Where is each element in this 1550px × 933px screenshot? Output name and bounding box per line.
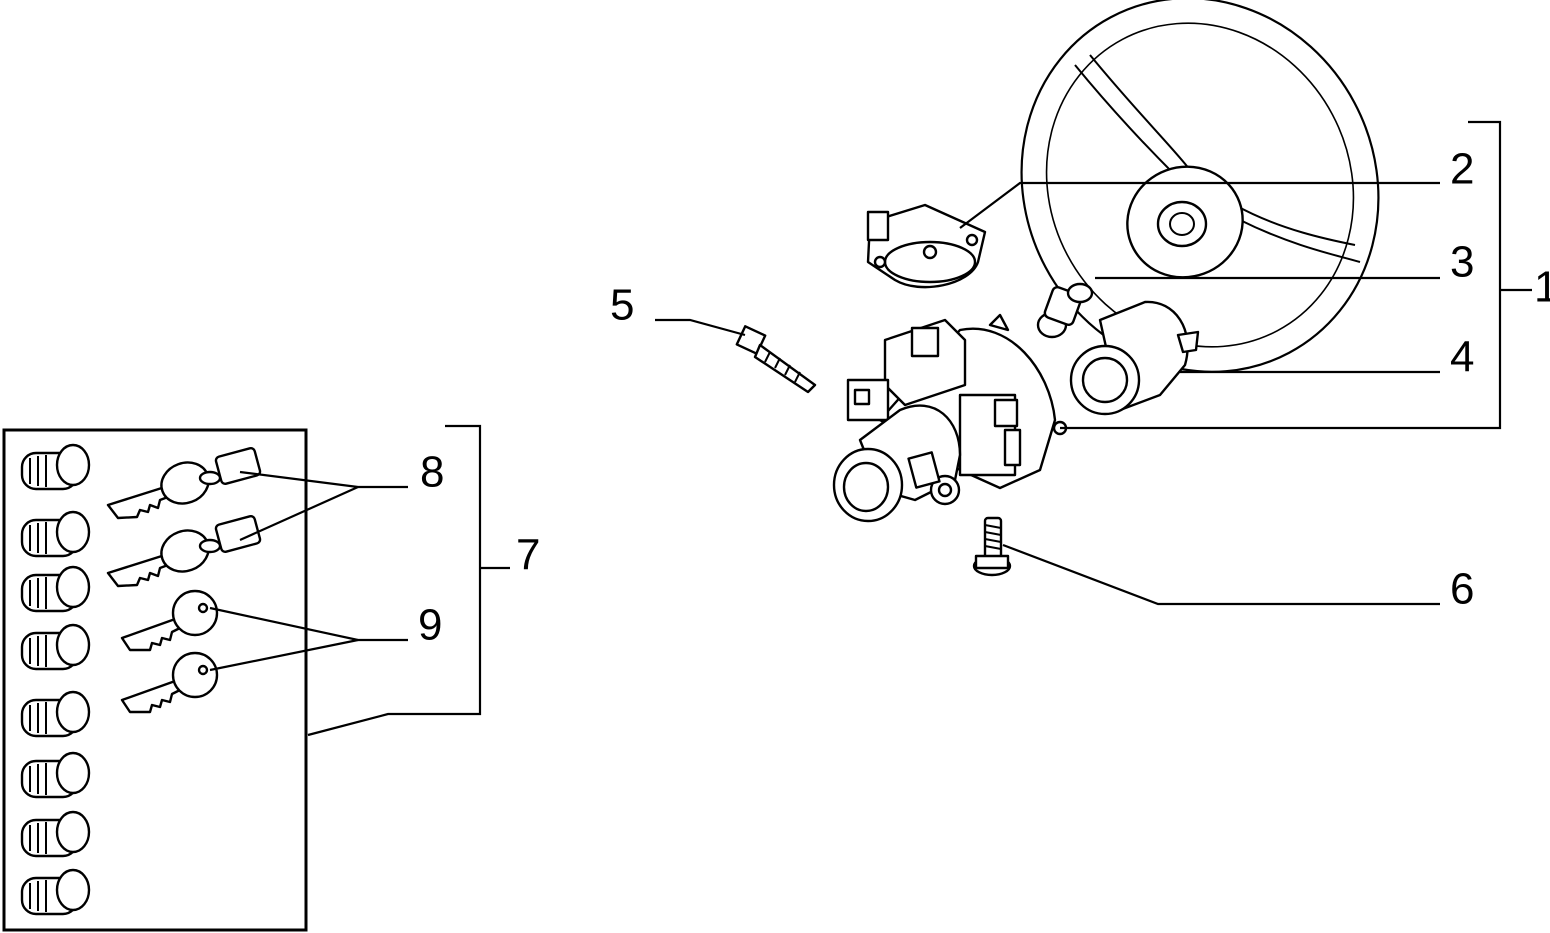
plain-keys bbox=[120, 589, 219, 714]
lock-cylinders bbox=[20, 443, 91, 916]
keys-with-tag bbox=[106, 446, 262, 588]
callout-3: 3 bbox=[1450, 238, 1474, 287]
callout-5: 5 bbox=[610, 281, 634, 330]
part-6-bolt bbox=[972, 516, 1012, 577]
callout-4: 4 bbox=[1450, 333, 1474, 382]
lock-cylinder bbox=[20, 510, 91, 558]
lock-cylinder bbox=[20, 751, 91, 799]
part-5-screw bbox=[735, 325, 817, 394]
kit-box bbox=[2, 428, 308, 932]
leader-lines bbox=[209, 120, 1532, 737]
callout-8: 8 bbox=[420, 448, 444, 497]
part-3-sensor bbox=[1036, 282, 1094, 339]
lock-cylinder bbox=[20, 443, 91, 491]
callout-2: 2 bbox=[1450, 145, 1474, 194]
part-2-switch bbox=[866, 203, 987, 289]
plain-key bbox=[120, 589, 219, 652]
part-1-ignition-assembly bbox=[832, 313, 1068, 523]
lock-cylinder bbox=[20, 810, 91, 858]
callout-7: 7 bbox=[516, 531, 540, 580]
steering-wheel bbox=[1020, 0, 1380, 373]
callout-1: 1 bbox=[1534, 263, 1550, 312]
lock-cylinder bbox=[20, 623, 91, 671]
part-4-lock-barrel bbox=[1069, 300, 1200, 416]
plain-key bbox=[120, 651, 219, 714]
key-with-tag bbox=[106, 514, 262, 588]
callout-6: 6 bbox=[1450, 565, 1474, 614]
lock-cylinder bbox=[20, 565, 91, 613]
key-with-tag bbox=[106, 446, 262, 520]
callout-9: 9 bbox=[418, 601, 442, 650]
lock-cylinder bbox=[20, 868, 91, 916]
lock-cylinder bbox=[20, 690, 91, 738]
